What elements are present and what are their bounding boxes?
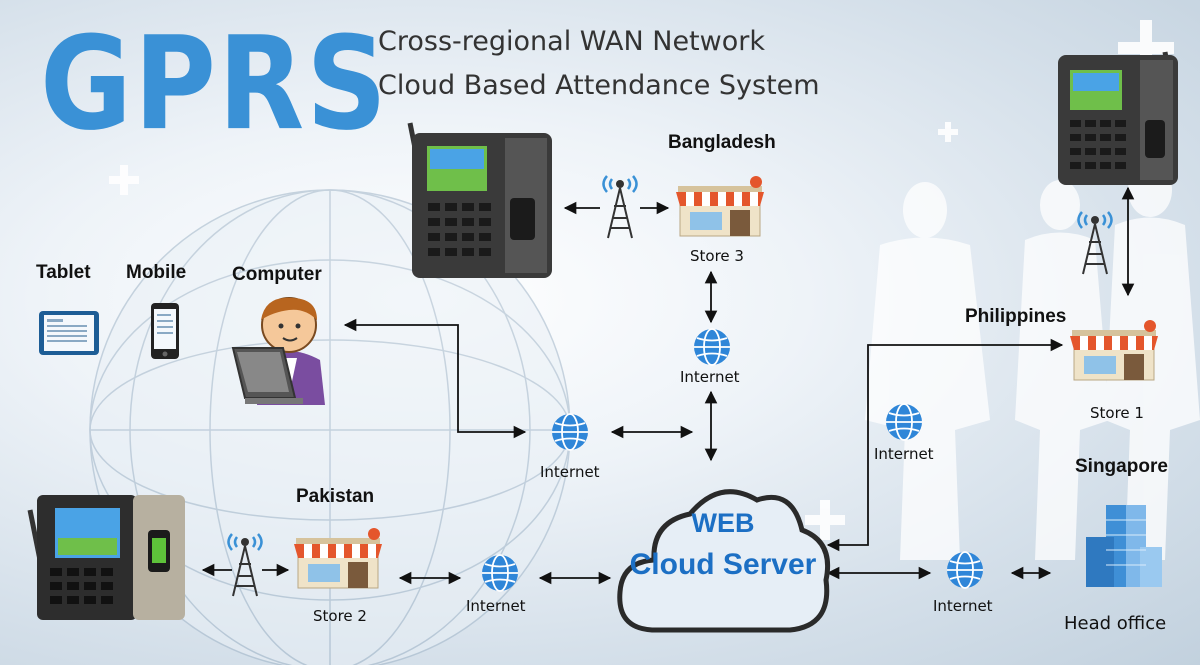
internet-globe-icon bbox=[552, 413, 588, 451]
attendance-device-philippines bbox=[1058, 51, 1178, 185]
cloud-server-icon bbox=[617, 489, 831, 633]
wireless-tower-icon bbox=[1077, 211, 1113, 275]
label-pakistan: Pakistan bbox=[296, 486, 375, 507]
internet-globe-icon bbox=[886, 403, 922, 441]
tablet-icon bbox=[39, 311, 99, 355]
store-2-icon bbox=[294, 528, 382, 589]
label-tablet: Tablet bbox=[36, 262, 91, 283]
head-office-building-icon bbox=[1086, 505, 1162, 587]
label-store-1: Store 1 bbox=[1090, 404, 1144, 422]
cloud-label-server: Cloud Server bbox=[629, 548, 817, 581]
mobile-icon bbox=[151, 303, 179, 359]
title-line-2: Cloud Based Attendance System bbox=[378, 70, 820, 101]
link-cloud-store1 bbox=[826, 338, 1064, 552]
attendance-device-bangladesh bbox=[407, 122, 552, 278]
store-3-icon bbox=[676, 176, 764, 237]
label-internet: Internet bbox=[933, 597, 993, 615]
label-computer: Computer bbox=[232, 264, 322, 285]
internet-globe-icon bbox=[482, 554, 518, 592]
label-internet: Internet bbox=[680, 368, 740, 386]
label-head-office: Head office bbox=[1064, 613, 1167, 634]
internet-globe-icon bbox=[694, 328, 730, 366]
label-singapore: Singapore bbox=[1075, 456, 1168, 477]
label-store-3: Store 3 bbox=[690, 247, 744, 265]
label-internet: Internet bbox=[540, 463, 600, 481]
label-bangladesh: Bangladesh bbox=[668, 132, 776, 153]
wireless-tower-icon bbox=[227, 533, 263, 597]
title-line-1: Cross-regional WAN Network bbox=[378, 26, 765, 57]
attendance-device-pakistan bbox=[27, 495, 185, 620]
label-philippines: Philippines bbox=[965, 306, 1067, 327]
label-store-2: Store 2 bbox=[313, 607, 367, 625]
label-internet: Internet bbox=[874, 445, 934, 463]
computer-user-icon bbox=[231, 297, 325, 405]
plus-marks bbox=[109, 20, 1174, 540]
label-mobile: Mobile bbox=[126, 262, 187, 283]
wireless-tower-icon bbox=[602, 175, 638, 239]
store-1-icon bbox=[1070, 320, 1158, 381]
gprs-logo: GPRS bbox=[40, 9, 389, 160]
cloud-label-web: WEB bbox=[691, 508, 755, 538]
label-internet: Internet bbox=[466, 597, 526, 615]
internet-globe-icon bbox=[947, 551, 983, 589]
link-computer-internet bbox=[343, 318, 527, 439]
